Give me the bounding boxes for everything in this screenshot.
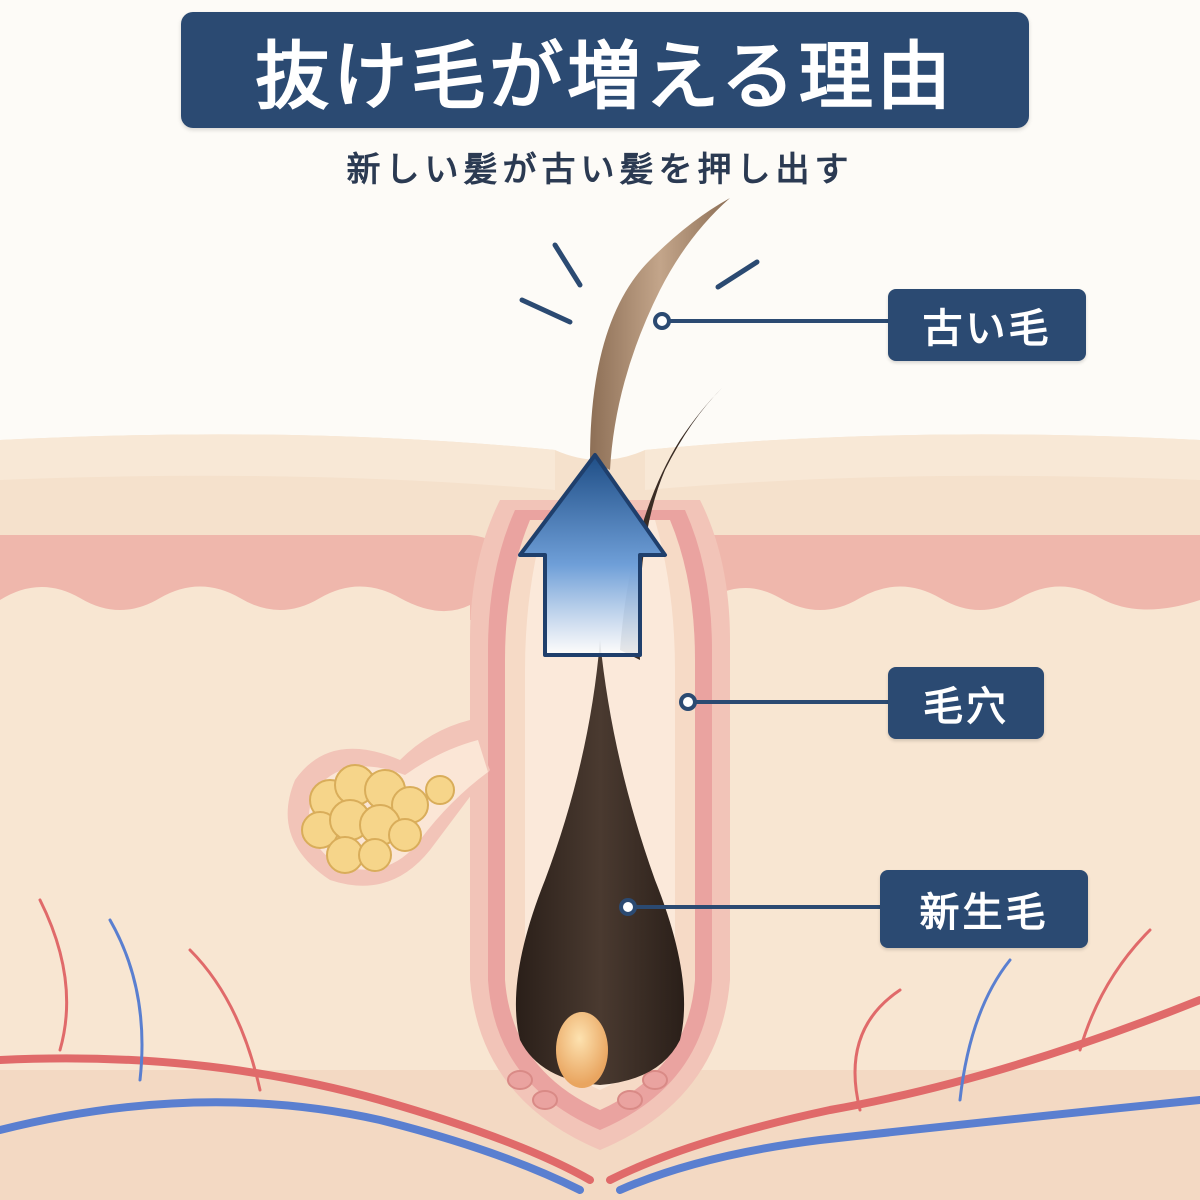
burst-lines-icon [519, 242, 760, 325]
label-pore: 毛穴 [888, 667, 1044, 739]
new-hair-bulb [515, 640, 685, 1085]
up-arrow-icon [518, 453, 667, 657]
page-subtitle: 新しい髪が古い髪を押し出す [346, 150, 854, 190]
label-old-hair: 古い毛 [888, 289, 1086, 361]
title-banner: 抜け毛が増える理由 [181, 12, 1029, 128]
follicle-base-cells [507, 1070, 668, 1110]
dermal-papilla [556, 1012, 608, 1088]
label-leaders [619, 312, 888, 916]
sebaceous-gland [287, 720, 490, 886]
blood-vessels [0, 898, 1200, 1194]
old-hair-shaft [590, 198, 730, 470]
page-title: 抜け毛が増える理由 [255, 33, 955, 120]
label-new-hair: 新生毛 [880, 870, 1088, 948]
